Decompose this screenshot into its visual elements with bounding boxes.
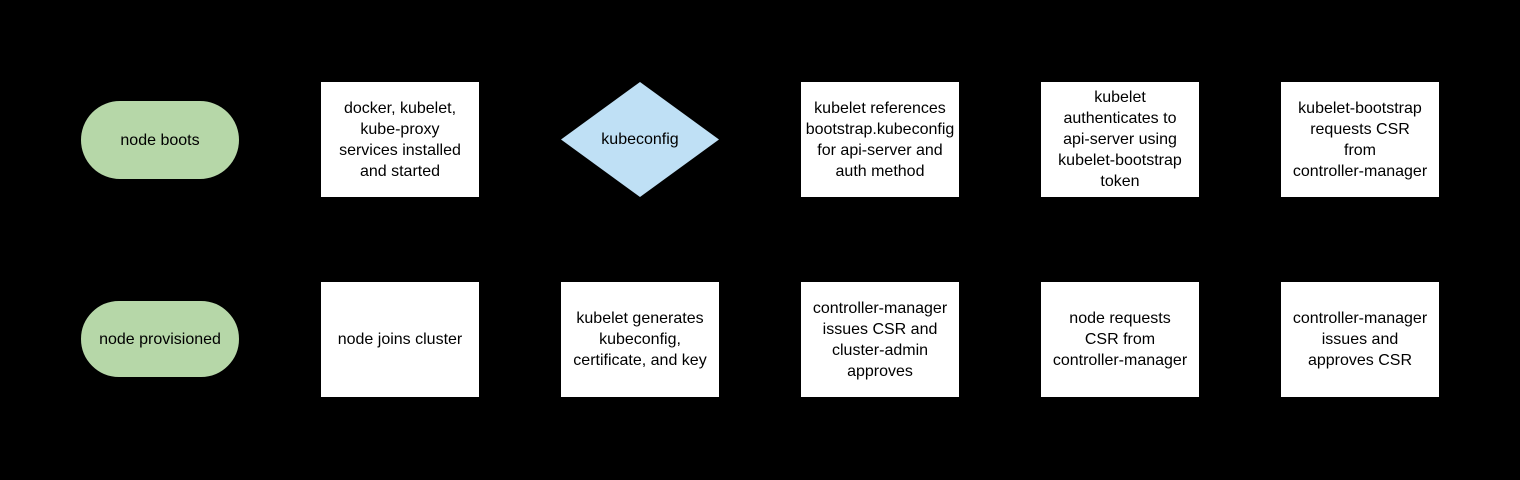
- process-services-installed: docker, kubelet, kube-proxy services ins…: [320, 81, 480, 198]
- decision-kubeconfig: kubeconfig: [561, 82, 719, 197]
- process-kubelet-bootstrap-requests-csr: kubelet-bootstrap requests CSR from cont…: [1280, 81, 1440, 198]
- process-node-joins-cluster: node joins cluster: [320, 281, 480, 398]
- process-kubelet-authenticates-to-api-server: kubelet authenticates to api-server usin…: [1040, 81, 1200, 198]
- terminator-node-provisioned: node provisioned: [80, 300, 240, 378]
- process-controller-manager-issues-csr-cluster-admin-approves: controller-manager issues CSR and cluste…: [800, 281, 960, 398]
- process-node-requests-csr: node requests CSR from controller-manage…: [1040, 281, 1200, 398]
- process-kubelet-references-bootstrap-kubeconfig: kubelet references bootstrap.kubeconfig …: [800, 81, 960, 198]
- terminator-node-boots: node boots: [80, 100, 240, 180]
- process-controller-manager-issues-and-approves-csr: controller-manager issues and approves C…: [1280, 281, 1440, 398]
- process-kubelet-generates-kubeconfig: kubelet generates kubeconfig, certificat…: [560, 281, 720, 398]
